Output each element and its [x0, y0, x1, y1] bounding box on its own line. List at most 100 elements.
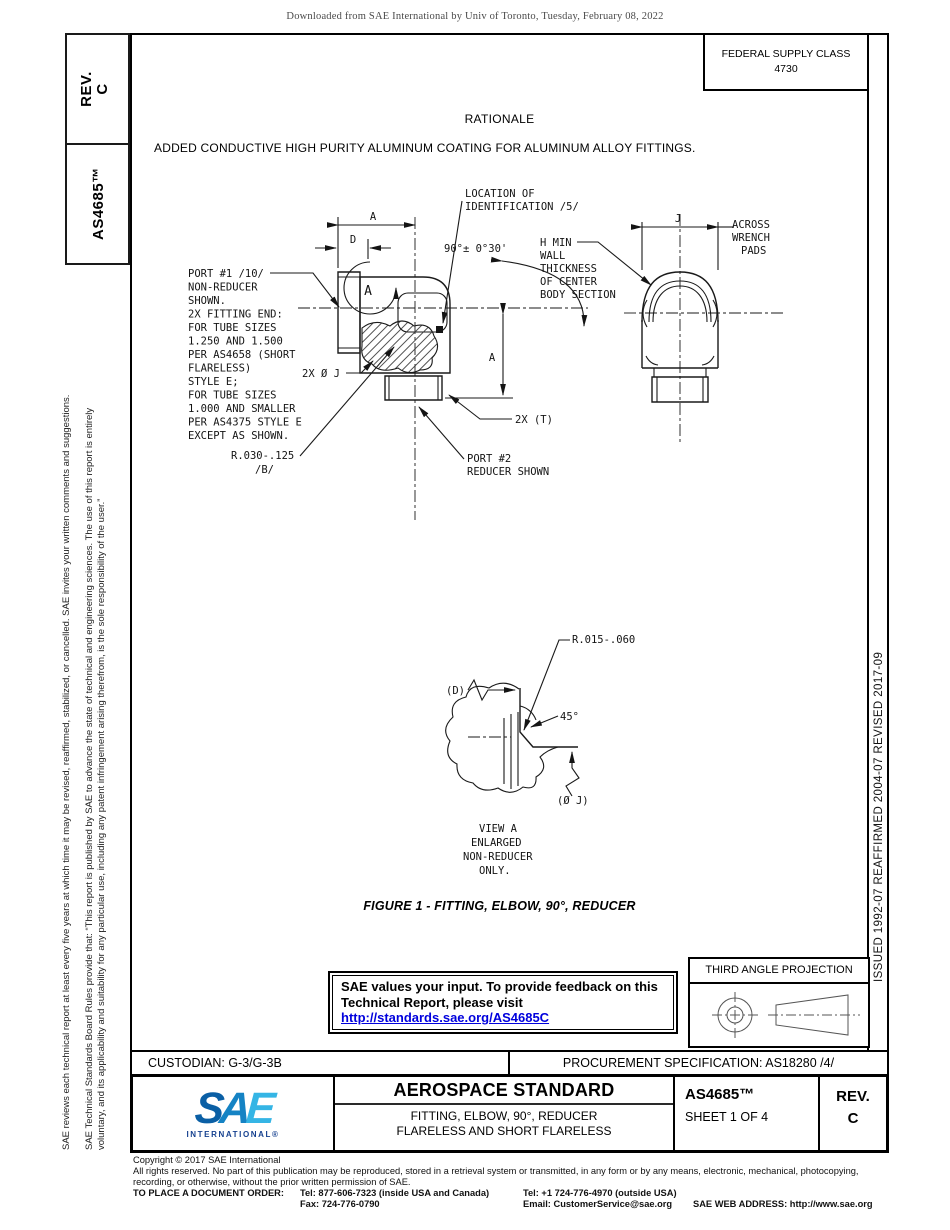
- feedback-box: SAE values your input. To provide feedba…: [328, 971, 678, 1034]
- port1-note: SHOWN.: [188, 295, 226, 307]
- number-cell: AS4685™ SHEET 1 OF 4: [675, 1077, 820, 1150]
- rev-cell: REV. C: [820, 1077, 886, 1150]
- rev-value: C: [94, 83, 111, 95]
- view-a-caption: VIEW A: [479, 823, 518, 835]
- port1-note: PER AS4658 (SHORT: [188, 349, 296, 361]
- port2-callout: REDUCER SHOWN: [467, 466, 549, 478]
- hmin-note: H MIN: [540, 237, 572, 249]
- logo-letter-e: E: [244, 1083, 273, 1133]
- t-ref-callout: 2X (T): [515, 414, 553, 426]
- across-wrench-pads: PADS: [741, 245, 766, 257]
- feedback-link[interactable]: http://standards.sae.org/AS4685C: [341, 1010, 550, 1025]
- email-address: Email: CustomerService@sae.org: [523, 1199, 673, 1209]
- view-a-caption: ONLY.: [479, 865, 511, 877]
- hmin-note: BODY SECTION: [540, 289, 616, 301]
- projection-box: THIRD ANGLE PROJECTION: [688, 957, 870, 1048]
- port1-note: 2X FITTING END:: [188, 309, 283, 321]
- port1-note: FOR TUBE SIZES: [188, 322, 277, 334]
- procurement-cell: PROCUREMENT SPECIFICATION: AS18280 /4/: [562, 1056, 835, 1070]
- port1-note: NON-REDUCER: [188, 282, 258, 294]
- fsc-value: 4730: [774, 63, 798, 75]
- port1-note: PORT #1 /10/: [188, 268, 264, 280]
- tel-outside: Tel: +1 724-776-4970 (outside USA): [523, 1188, 677, 1198]
- standard-title-1: FITTING, ELBOW, 90°, REDUCER: [410, 1109, 598, 1123]
- rev-value-bottom: C: [847, 1110, 859, 1127]
- port1-note: EXCEPT AS SHOWN.: [188, 430, 289, 442]
- fsc-label: FEDERAL SUPPLY CLASS: [721, 48, 851, 60]
- detail-angle: 45°: [560, 711, 579, 723]
- web-address: SAE WEB ADDRESS: http://www.sae.org: [693, 1199, 873, 1209]
- logo-letter-a: A: [217, 1083, 249, 1133]
- port1-note: STYLE E;: [188, 376, 239, 388]
- copyright-line: Copyright © 2017 SAE International: [133, 1155, 281, 1165]
- third-angle-projection-symbol: [712, 992, 860, 1038]
- disclaimer-line-2: voluntary, and its applicability and sui…: [95, 498, 107, 1150]
- dim-a-top: A: [370, 211, 377, 223]
- dim-d: D: [350, 234, 356, 246]
- right-column-divider: [867, 33, 869, 1050]
- port1-note: 1.000 AND SMALLER: [188, 403, 296, 415]
- port1-note: PER AS4375 STYLE E: [188, 417, 302, 429]
- logo-subtitle: INTERNATIONAL®: [186, 1129, 280, 1139]
- doc-number-box: [65, 143, 130, 265]
- feedback-line-2: Technical Report, please visit: [341, 994, 523, 1010]
- rev-label-bottom: REV.: [836, 1088, 870, 1105]
- section-hatch: [361, 320, 439, 374]
- rights-line-1: All rights reserved. No part of this pub…: [133, 1166, 859, 1176]
- radius-callout: R.030-.125: [231, 450, 294, 462]
- order-label: TO PLACE A DOCUMENT ORDER:: [133, 1188, 284, 1198]
- tel-inside: Tel: 877-606-7323 (inside USA and Canada…: [300, 1188, 490, 1198]
- sae-logo: SAE INTERNATIONAL®: [133, 1077, 333, 1150]
- dim-j: J: [675, 213, 681, 225]
- title-block: SAE INTERNATIONAL® AEROSPACE STANDARD FI…: [130, 1074, 889, 1153]
- title-cell: AEROSPACE STANDARD FITTING, ELBOW, 90°, …: [333, 1077, 675, 1150]
- rev-label: REV.: [78, 71, 95, 107]
- front-view: A D A 90°± 0°30' LOCATION OF IDENTIFICAT…: [188, 188, 588, 520]
- dia-j-callout: 2X Ø J: [302, 368, 340, 380]
- view-arrow-letter: A: [364, 284, 372, 299]
- feedback-line-1: SAE values your input. To provide feedba…: [341, 979, 658, 994]
- hmin-note: OF CENTER: [540, 276, 598, 288]
- standard-number: AS4685™: [685, 1086, 755, 1103]
- across-wrench-pads: WRENCH: [732, 232, 770, 244]
- view-a-detail: (D) R.015-.060 45° (Ø J) VIEW A ENLARGED…: [445, 634, 635, 877]
- custodian-row: CUSTODIAN: G-3/G-3B PROCUREMENT SPECIFIC…: [130, 1050, 889, 1077]
- revision-history-vertical: ISSUED 1992-07 REAFFIRMED 2004-07 REVISE…: [873, 651, 885, 982]
- doc-number-vertical: AS4685™: [90, 167, 107, 240]
- port1-note: 1.250 AND 1.500: [188, 336, 283, 348]
- figure-caption: FIGURE 1 - FITTING, ELBOW, 90°, REDUCER: [363, 899, 636, 913]
- sheet-number: SHEET 1 OF 4: [685, 1110, 769, 1124]
- download-notice: Downloaded from SAE International by Uni…: [286, 11, 664, 22]
- figure1-drawing: A D A 90°± 0°30' LOCATION OF IDENTIFICAT…: [188, 188, 786, 877]
- sidebar-disclaimer: SAE Technical Standards Board Rules prov…: [84, 408, 107, 1150]
- identification-mark: [436, 326, 443, 333]
- rationale-title: RATIONALE: [464, 112, 535, 126]
- across-wrench-pads: ACROSS: [732, 219, 770, 231]
- view-a-caption: ENLARGED: [471, 837, 522, 849]
- radius-flag: /B/: [255, 464, 274, 476]
- port2-callout: PORT #2: [467, 453, 511, 465]
- title-divider: [335, 1103, 673, 1105]
- federal-supply-class-box: FEDERAL SUPPLY CLASS 4730: [703, 33, 869, 91]
- location-callout-2: IDENTIFICATION /5/: [465, 201, 579, 213]
- rev-box-text: REV. C: [78, 68, 111, 110]
- rationale-text: ADDED CONDUCTIVE HIGH PURITY ALUMINUM CO…: [154, 141, 696, 155]
- standard-title-2: FLARELESS AND SHORT FLARELESS: [396, 1124, 612, 1138]
- hmin-note: THICKNESS: [540, 263, 597, 275]
- projection-title: THIRD ANGLE PROJECTION: [690, 959, 868, 984]
- location-callout-1: LOCATION OF: [465, 188, 535, 200]
- disclaimer-line-1: SAE Technical Standards Board Rules prov…: [84, 407, 95, 1150]
- port1-note: FOR TUBE SIZES: [188, 390, 277, 402]
- sidebar-review-notice: SAE reviews each technical report at lea…: [61, 394, 72, 1150]
- port1-note: FLARELESS): [188, 363, 251, 375]
- view-a-caption: NON-REDUCER: [463, 851, 533, 863]
- side-view: J ACROSS WRENCH PADS H MIN WALL THICKNES…: [540, 213, 786, 442]
- custodian-cell: CUSTODIAN: G-3/G-3B: [132, 1052, 510, 1075]
- detail-dia-ref: (Ø J): [557, 795, 589, 807]
- fax-number: Fax: 724-776-0790: [300, 1199, 380, 1209]
- standard-kind: AEROSPACE STANDARD: [393, 1080, 615, 1100]
- detail-d-ref: (D): [446, 685, 465, 697]
- detail-radius-callout: R.015-.060: [572, 634, 635, 646]
- hmin-note: WALL: [540, 250, 565, 262]
